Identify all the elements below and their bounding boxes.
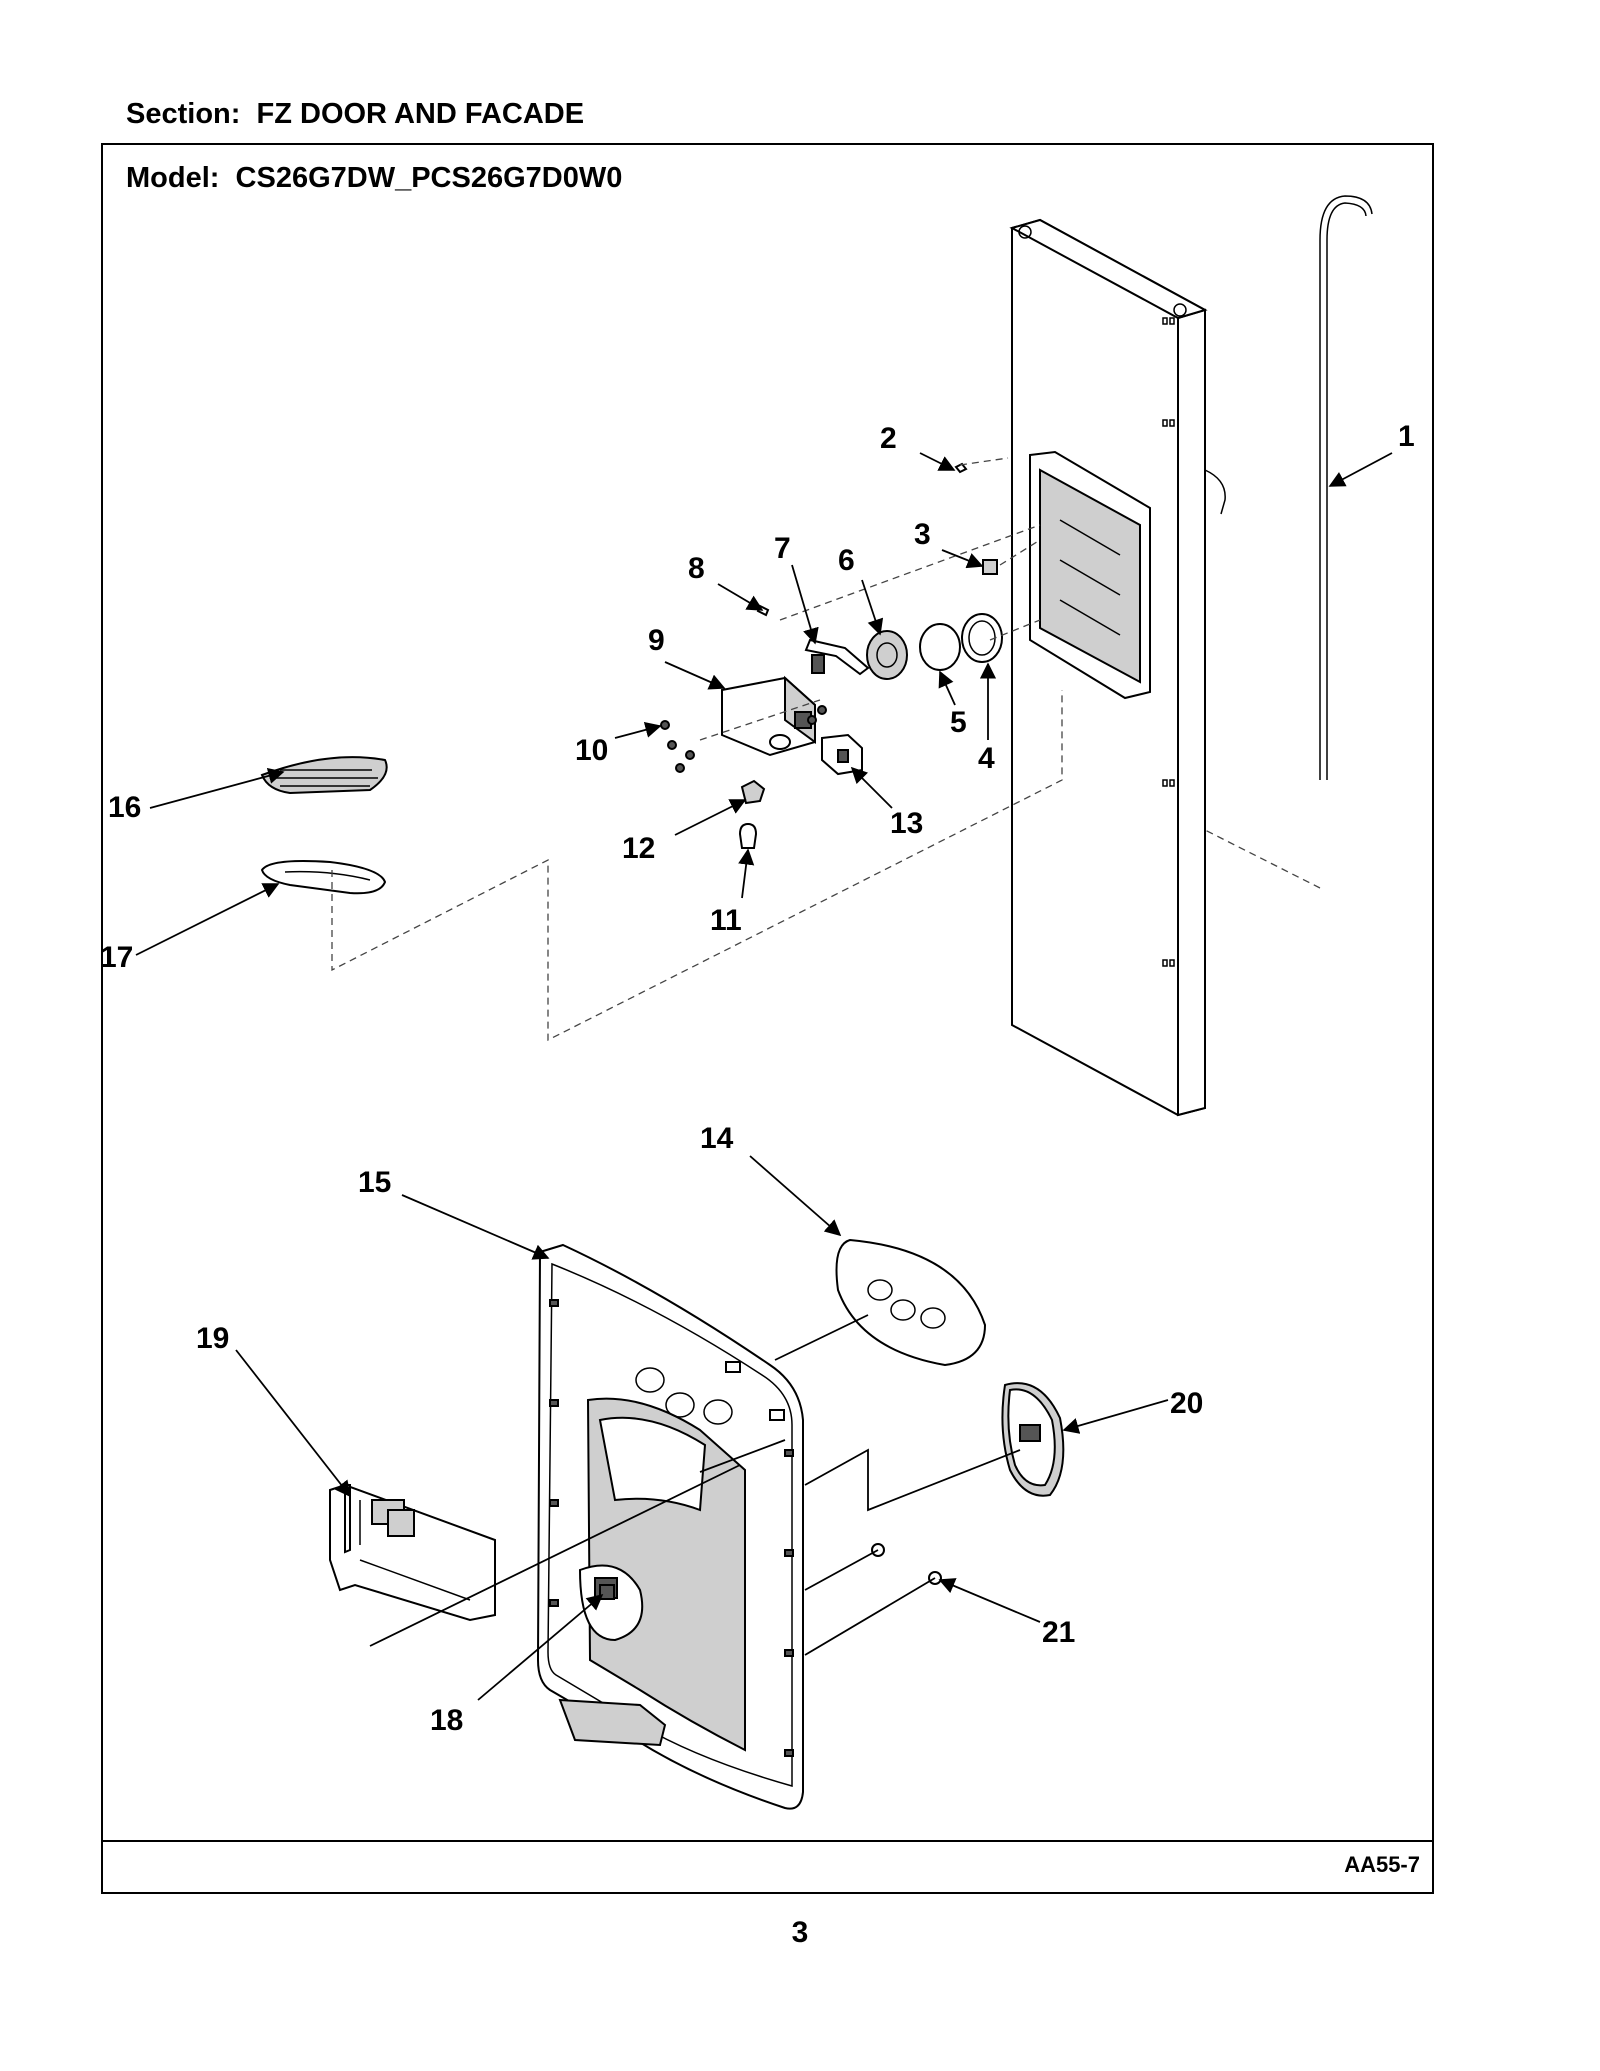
part-5-lens [919,623,961,671]
section-title: Section: FZ DOOR AND FACADE [126,98,585,130]
callout-16: 16 [108,791,141,824]
callout-20: 20 [1170,1387,1203,1420]
callout-14: 14 [700,1122,734,1155]
part-20-bezel [1001,1382,1065,1497]
part-10-screws [660,705,827,773]
assembly-line-tube [1204,829,1321,889]
part-6-cap [866,630,908,680]
part-15-facade [536,1243,804,1810]
callout-4: 4 [978,742,995,775]
page-number: 3 [791,1916,809,1949]
part-18-switch [599,1584,615,1600]
figure-code: AA55-7 [1344,1852,1420,1877]
part-12-socket [740,779,766,805]
callout-17: 17 [100,941,133,974]
callout-9: 9 [648,624,665,657]
callout-19: 19 [196,1322,229,1355]
part-8-screw [756,604,770,617]
part-16-grille [260,756,388,795]
callout-12: 12 [622,832,655,865]
part-7-bracket [804,638,870,676]
assembly-line-lower [369,1314,1021,1656]
callout-5: 5 [950,706,967,739]
callout-7: 7 [774,532,791,565]
part-19-control-board [329,1483,496,1622]
part-21-screws [871,1543,942,1585]
callout-8: 8 [688,552,705,585]
part-3-clip [982,559,998,575]
callout-labels: 1 2 3 4 5 6 7 8 9 10 11 12 13 14 15 16 1… [100,420,1415,1737]
part-14-trim-plate [835,1238,987,1367]
frame-divider [101,1840,1434,1842]
assembly-line-upper [331,690,1063,1042]
part-17-tray [260,860,387,895]
diagram-frame [101,143,1434,1894]
part-1-tube [1319,195,1373,780]
callout-1: 1 [1398,420,1415,453]
freezer-door [1009,218,1226,1117]
callout-3: 3 [914,518,931,551]
callout-leaders [135,452,1393,1701]
callout-11: 11 [710,904,742,937]
callout-21: 21 [1042,1616,1075,1649]
callout-13: 13 [890,807,923,840]
callout-6: 6 [838,544,855,577]
callout-18: 18 [430,1704,463,1737]
callout-15: 15 [358,1166,391,1199]
assembly-line-dispenser [699,457,1041,741]
part-4-ring [961,613,1003,663]
part-11-bulb [738,822,758,849]
callout-10: 10 [575,734,608,767]
part-13-actuator [821,733,863,776]
model-title: Model: CS26G7DW_PCS26G7D0W0 [126,162,623,194]
callout-2: 2 [880,422,897,455]
